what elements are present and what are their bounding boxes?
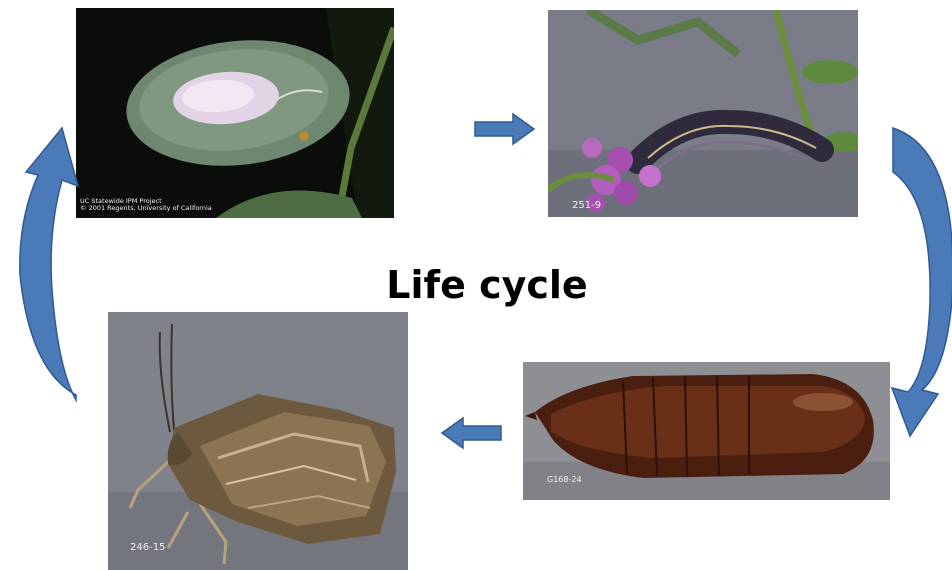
photo-number-caption: 246-15: [130, 542, 165, 554]
moth-photo: 246-15: [108, 312, 408, 570]
photo-credit-caption: UC Statewide IPM Project © 2001 Regents,…: [80, 198, 212, 213]
photo-number-caption: 251-9: [572, 200, 601, 212]
right-arrow-icon: [475, 114, 534, 144]
pupa-photo: G168-24: [523, 362, 890, 500]
photo-number-caption: G168-24: [547, 475, 582, 484]
curved-down-arrow-icon: [892, 128, 952, 436]
larva-photo: 251-9: [548, 10, 858, 217]
left-arrow-icon: [442, 418, 501, 448]
diagram-title: Life cycle: [352, 262, 622, 308]
egg-mass-photo: UC Statewide IPM Project © 2001 Regents,…: [76, 8, 394, 218]
curved-up-arrow-icon: [20, 128, 78, 400]
